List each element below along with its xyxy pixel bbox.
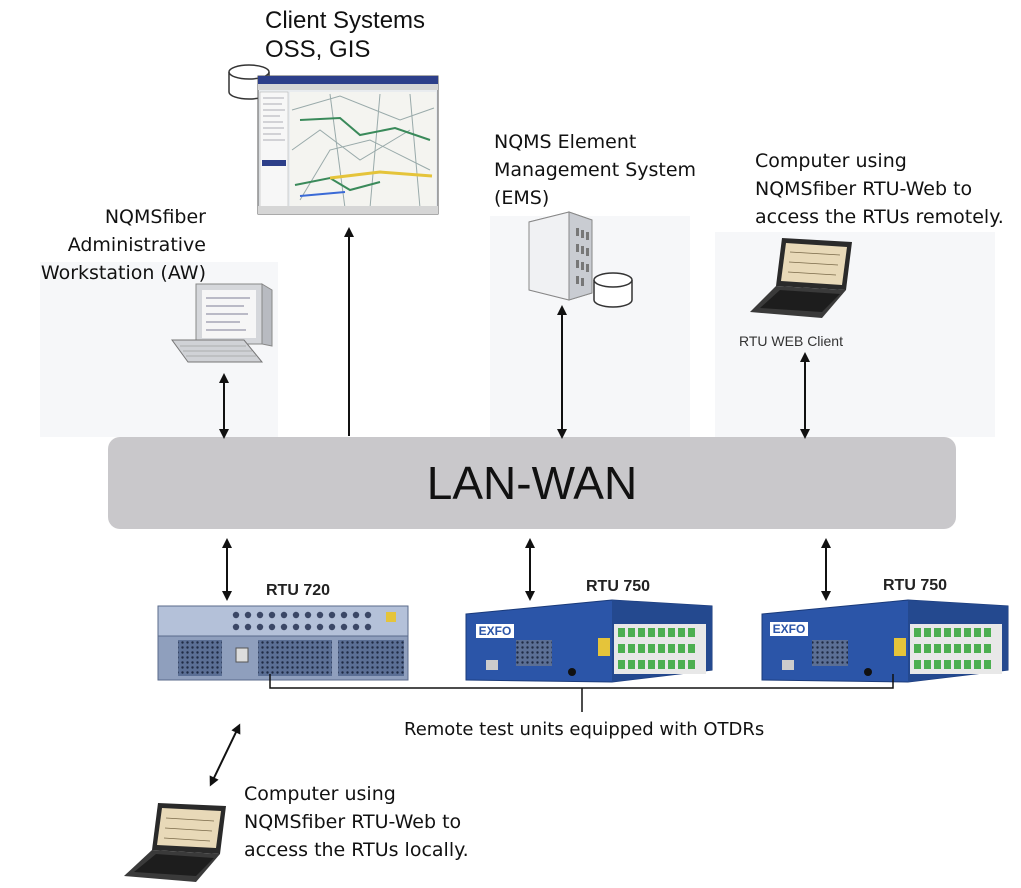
rtu-web-local-line-3: access the RTUs locally. xyxy=(244,839,469,861)
rtu-web-local-line-1: Computer using xyxy=(244,783,396,805)
connection-arrows xyxy=(209,227,831,787)
aw-line-1: NQMSfiber xyxy=(104,206,206,228)
aw-workstation-icon xyxy=(171,283,273,363)
gis-map-screen xyxy=(257,75,439,215)
client-systems-label: Client Systems OSS, GIS xyxy=(265,6,425,64)
aw-line-3: Workstation (AW) xyxy=(40,262,206,284)
client-systems-title: Client Systems xyxy=(265,7,426,34)
aw-line-2: Administrative xyxy=(67,234,206,256)
rtu-web-remote-label: Computer using NQMSfiber RTU-Web to acce… xyxy=(755,147,1004,231)
rtu-web-client-caption: RTU WEB Client xyxy=(739,333,843,349)
ems-line-2: Management System xyxy=(494,159,697,181)
rtu-750-label: RTU 750 xyxy=(883,577,948,594)
ems-server-icon xyxy=(528,211,593,301)
local-laptop-icon xyxy=(124,803,226,882)
rtu-web-local-line-2: NQMSfiber RTU-Web to xyxy=(244,811,462,833)
rtu-web-remote-line-3: access the RTUs remotely. xyxy=(755,206,1004,228)
rtu-web-remote-line-2: NQMSfiber RTU-Web to xyxy=(755,178,973,200)
rtu-750-device: EXFO xyxy=(761,599,1009,683)
ems-line-3: (EMS) xyxy=(494,187,550,209)
lan-wan-network: LAN-WAN xyxy=(108,437,956,529)
rtu-web-laptop-icon xyxy=(750,238,852,318)
ems-line-1: NQMS Element xyxy=(494,131,637,153)
background-panel xyxy=(715,232,995,437)
lan-wan-label: LAN-WAN xyxy=(426,457,638,509)
arrow-local-laptop-rtu xyxy=(209,723,241,787)
rtu-web-local-label: Computer using NQMSfiber RTU-Web to acce… xyxy=(244,780,469,864)
rtu-caption-bracket xyxy=(269,674,894,712)
rtu-750-device: EXFO xyxy=(465,599,713,683)
exfo-logo: EXFO xyxy=(773,622,806,636)
ems-database-icon xyxy=(593,272,633,308)
rtu-720-label: RTU 720 xyxy=(266,582,331,599)
aw-label: NQMSfiber Administrative Workstation (AW… xyxy=(20,203,206,287)
ems-label: NQMS Element Management System (EMS) xyxy=(494,128,696,212)
rtu-caption: Remote test units equipped with OTDRs xyxy=(404,719,765,740)
rtu-720-device xyxy=(157,605,409,681)
client-systems-subtitle: OSS, GIS xyxy=(265,36,371,63)
rtu-web-remote-line-1: Computer using xyxy=(755,150,907,172)
rtu-750-label: RTU 750 xyxy=(586,578,651,595)
exfo-logo: EXFO xyxy=(479,624,512,638)
